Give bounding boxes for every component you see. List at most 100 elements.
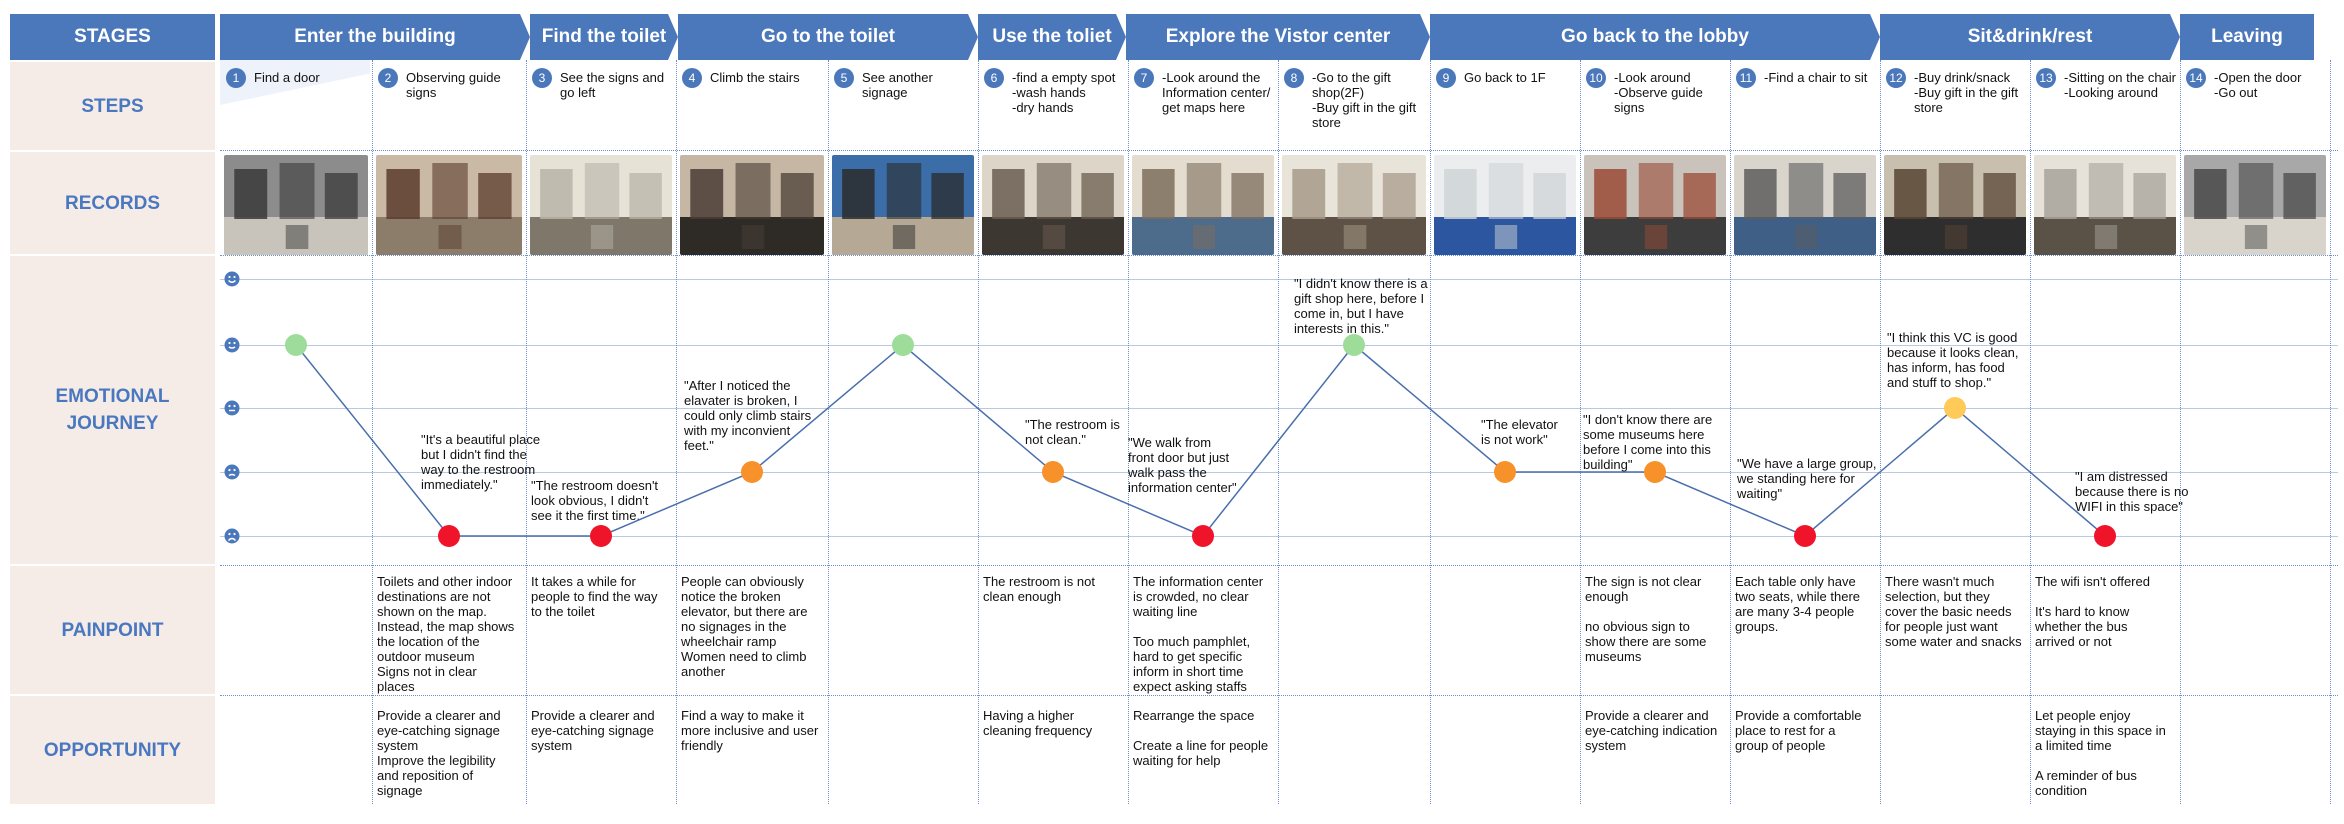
very-happy-face-icon bbox=[224, 271, 240, 287]
photo-cafe-counter bbox=[1884, 155, 2026, 255]
column-divider bbox=[828, 60, 829, 804]
emotion-quote: "After I noticed the elavater is broken,… bbox=[684, 378, 812, 453]
emotion-quote: "I didn't know there is a gift shop here… bbox=[1294, 276, 1428, 336]
column-divider bbox=[978, 60, 979, 804]
painpoint-text: People can obviously notice the broken e… bbox=[681, 574, 808, 679]
step-number-badge: 10 bbox=[1586, 68, 1606, 88]
step-number-badge: 12 bbox=[1886, 68, 1906, 88]
step-10: 10 -Look around -Observe guide signs bbox=[1586, 68, 1726, 115]
step-text: -Look around the Information center/ get… bbox=[1162, 70, 1271, 115]
opportunity-text: Provide a clearer and eye-catching signa… bbox=[377, 708, 501, 798]
step-8: 8 -Go to the gift shop(2F) -Buy gift in t… bbox=[1284, 68, 1426, 130]
stage-use-toilet: Use the toliet bbox=[978, 14, 1126, 60]
stage-leaving: Leaving bbox=[2180, 14, 2314, 60]
sad-face-icon bbox=[224, 464, 240, 480]
photo-exit-doors bbox=[2184, 155, 2326, 255]
emotional-journey-label: EMOTIONAL JOURNEY bbox=[10, 256, 215, 564]
emotion-quote: "I am distressed because there is no WIF… bbox=[2075, 469, 2189, 514]
painpoint-text: It takes a while for people to find the … bbox=[531, 574, 658, 619]
step-2: 2 Observing guide signs bbox=[378, 68, 522, 100]
photo-entrance-doors bbox=[224, 155, 368, 255]
step-6: 6 -find a empty spot -wash hands -dry han… bbox=[984, 68, 1124, 115]
step-text: -Sitting on the chair -Looking around bbox=[2064, 70, 2177, 100]
stages-label: STAGES bbox=[10, 14, 215, 60]
photo-shop-counter bbox=[680, 155, 824, 255]
column-divider bbox=[1580, 60, 1581, 804]
photo-seating-area bbox=[2034, 155, 2176, 255]
opportunity-text: Having a higher cleaning frequency bbox=[983, 708, 1093, 738]
opportunity-text: Provide a clearer and eye-catching signa… bbox=[531, 708, 655, 753]
step-number-badge: 5 bbox=[834, 68, 854, 88]
column-divider bbox=[2330, 60, 2331, 804]
opportunity-text: Rearrange the space Create a line for pe… bbox=[1133, 708, 1269, 768]
step-text: -Find a chair to sit bbox=[1764, 70, 1868, 85]
step-number-badge: 11 bbox=[1736, 68, 1756, 88]
step-14: 14 -Open the door -Go out bbox=[2186, 68, 2326, 100]
painpoint-text: The wifi isn't offered It's hard to know… bbox=[2035, 574, 2150, 649]
painpoint-text: There wasn't much selection, but they co… bbox=[1885, 574, 2022, 649]
step-text: -find a empty spot -wash hands -dry hand… bbox=[1012, 70, 1116, 115]
emotion-quote: "I don't know there are some museums her… bbox=[1583, 412, 1713, 472]
step-number-badge: 3 bbox=[532, 68, 552, 88]
column-divider bbox=[1880, 60, 1881, 804]
step-number-badge: 14 bbox=[2186, 68, 2206, 88]
step-number-badge: 9 bbox=[1436, 68, 1456, 88]
step-number-badge: 6 bbox=[984, 68, 1004, 88]
emotion-quote: "It's a beautiful place but I didn't fin… bbox=[421, 432, 541, 492]
photo-arched-hallway bbox=[376, 155, 522, 255]
step-number-badge: 8 bbox=[1284, 68, 1304, 88]
emotion-quote: "I think this VC is good because it look… bbox=[1887, 330, 2019, 390]
photo-signage-screens bbox=[832, 155, 974, 255]
step-3: 3 See the signs and go left bbox=[532, 68, 672, 100]
records-label: RECORDS bbox=[10, 152, 215, 254]
very-sad-face-icon bbox=[224, 528, 240, 544]
opportunity-text: Provide a clearer and eye-catching indic… bbox=[1585, 708, 1718, 753]
emotion-quote: "We walk from front door but just walk p… bbox=[1128, 435, 1237, 495]
painpoint-label: PAINPOINT bbox=[10, 566, 215, 694]
painpoint-text: Each table only have two seats, while th… bbox=[1735, 574, 1861, 634]
divider bbox=[220, 565, 2338, 566]
steps-label: STEPS bbox=[10, 62, 215, 150]
step-number-badge: 13 bbox=[2036, 68, 2056, 88]
step-11: 11 -Find a chair to sit bbox=[1736, 68, 1876, 88]
step-number-badge: 2 bbox=[378, 68, 398, 88]
emotion-gridline bbox=[220, 345, 2338, 346]
emotion-gridline bbox=[220, 536, 2338, 537]
stage-go-back-lobby: Go back to the lobby bbox=[1430, 14, 1880, 60]
step-text: See the signs and go left bbox=[560, 70, 665, 100]
step-text: Climb the stairs bbox=[710, 70, 800, 85]
step-text: -Look around -Observe guide signs bbox=[1614, 70, 1703, 115]
column-divider bbox=[2180, 60, 2181, 804]
step-text: Go back to 1F bbox=[1464, 70, 1546, 85]
step-text: -Buy drink/snack -Buy gift in the gift s… bbox=[1914, 70, 2019, 115]
step-text: -Go to the gift shop(2F) -Buy gift in th… bbox=[1312, 70, 1417, 130]
opportunity-text: Let people enjoy staying in this space i… bbox=[2035, 708, 2166, 798]
opportunity-text: Provide a comfortable place to rest for … bbox=[1735, 708, 1862, 753]
painpoint-text: The information center is crowded, no cl… bbox=[1133, 574, 1264, 694]
column-divider bbox=[2030, 60, 2031, 804]
stage-explore-visitor-center: Explore the Vistor center bbox=[1126, 14, 1430, 60]
step-text: Observing guide signs bbox=[406, 70, 501, 100]
stage-go-to-toilet: Go to the toilet bbox=[678, 14, 978, 60]
emotion-quote: "The restroom doesn't look obvious, I di… bbox=[531, 478, 659, 523]
emotion-gridline bbox=[220, 408, 2338, 409]
neutral-face-icon bbox=[224, 400, 240, 416]
column-divider bbox=[676, 60, 677, 804]
stage-enter-building: Enter the building bbox=[220, 14, 530, 60]
emotion-quote: "The restroom is not clean." bbox=[1025, 417, 1120, 447]
step-number-badge: 7 bbox=[1134, 68, 1154, 88]
painpoint-text: Toilets and other indoor destinations ar… bbox=[377, 574, 515, 694]
step-text: -Open the door -Go out bbox=[2214, 70, 2302, 100]
column-divider bbox=[1730, 60, 1731, 804]
emotion-quote: "We have a large group, we standing here… bbox=[1737, 456, 1877, 501]
photo-restroom bbox=[982, 155, 1124, 255]
column-divider bbox=[1278, 60, 1279, 804]
painpoint-text: The restroom is not clean enough bbox=[983, 574, 1095, 604]
step-text: Find a door bbox=[254, 70, 320, 85]
stage-find-toilet: Find the toilet bbox=[530, 14, 678, 60]
emotion-gridline bbox=[220, 279, 2338, 280]
step-12: 12 -Buy drink/snack -Buy gift in the gift… bbox=[1886, 68, 2026, 115]
